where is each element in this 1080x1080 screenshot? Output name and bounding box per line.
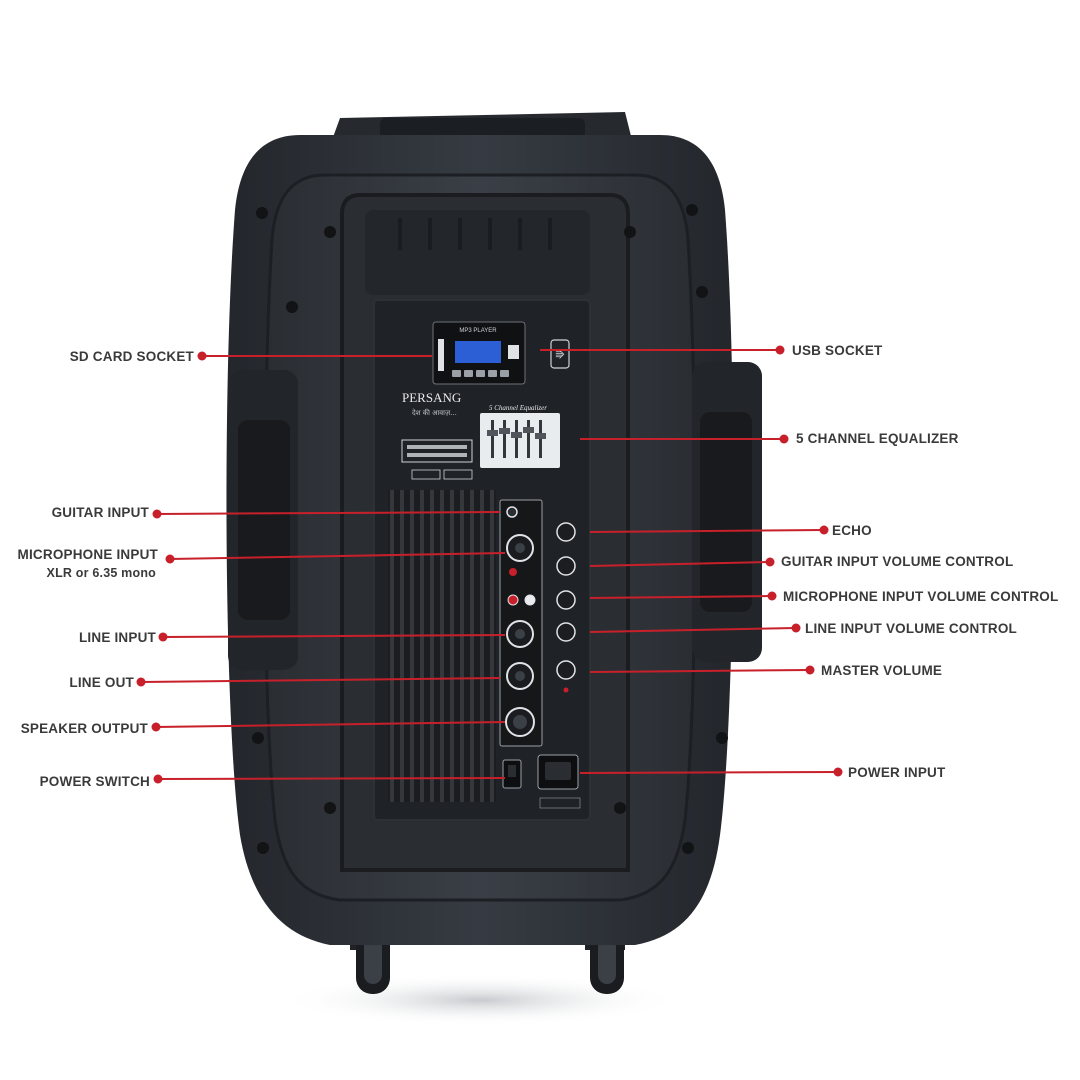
knobs [556,522,576,680]
label-microphone-input-volume-control: MICROPHONE INPUT VOLUME CONTROL [783,589,1059,604]
label-master-volume: MASTER VOLUME [821,663,943,678]
label-power-switch: POWER SWITCH [39,774,150,789]
side-handle-right [692,362,762,662]
label-line-out: LINE OUT [69,675,134,690]
screw-holes [252,204,728,854]
label-power-input: POWER INPUT [848,765,946,780]
xlr-combo-mic [506,534,534,562]
speakon-output [505,707,535,737]
label-5-channel-equalizer: 5 CHANNEL EQUALIZER [796,431,959,446]
side-handle-left [228,370,298,670]
label-sd-card-socket: SD CARD SOCKET [69,349,194,364]
callout-lines [140,349,839,780]
brand-tagline: देश की आवाज़... [412,408,457,417]
label-usb-socket: USB SOCKET [792,343,883,358]
master-volume-knob [556,660,576,680]
guitar-jack [506,506,518,518]
mp3-module-title: MP3 PLAYER [459,328,497,334]
brand-name: PERSANG [402,390,461,405]
heatsink [388,490,496,802]
callout-dots [136,345,843,784]
guitar-volume-knob [556,556,576,576]
xlr-line-input [506,620,534,648]
svg-text:⭆: ⭆ [556,349,565,361]
mp3-player-module: MP3 PLAYER [432,321,526,385]
line-volume-knob [556,622,576,642]
label-microphone-input-sub: XLR or 6.35 mono [46,566,156,580]
label-microphone-input: MICROPHONE INPUT [17,547,158,562]
label-guitar-input: GUITAR INPUT [51,505,149,520]
label-guitar-input-volume-control: GUITAR INPUT VOLUME CONTROL [781,554,1014,569]
usb-port [508,345,519,359]
label-echo: ECHO [832,523,872,538]
equalizer-title: 5 Channel Equalizer [489,404,547,412]
label-speaker-output: SPEAKER OUTPUT [20,721,148,736]
rca-jacks [507,594,536,606]
label-line-input-volume-control: LINE INPUT VOLUME CONTROL [805,621,1017,636]
equalizer-module: 5 Channel Equalizer [480,404,560,468]
echo-knob [556,522,576,542]
xlr-line-out [506,662,534,690]
sd-card-slot [438,339,444,371]
lcd-display [455,341,501,363]
mic-volume-knob [556,590,576,610]
label-line-input: LINE INPUT [78,630,156,645]
